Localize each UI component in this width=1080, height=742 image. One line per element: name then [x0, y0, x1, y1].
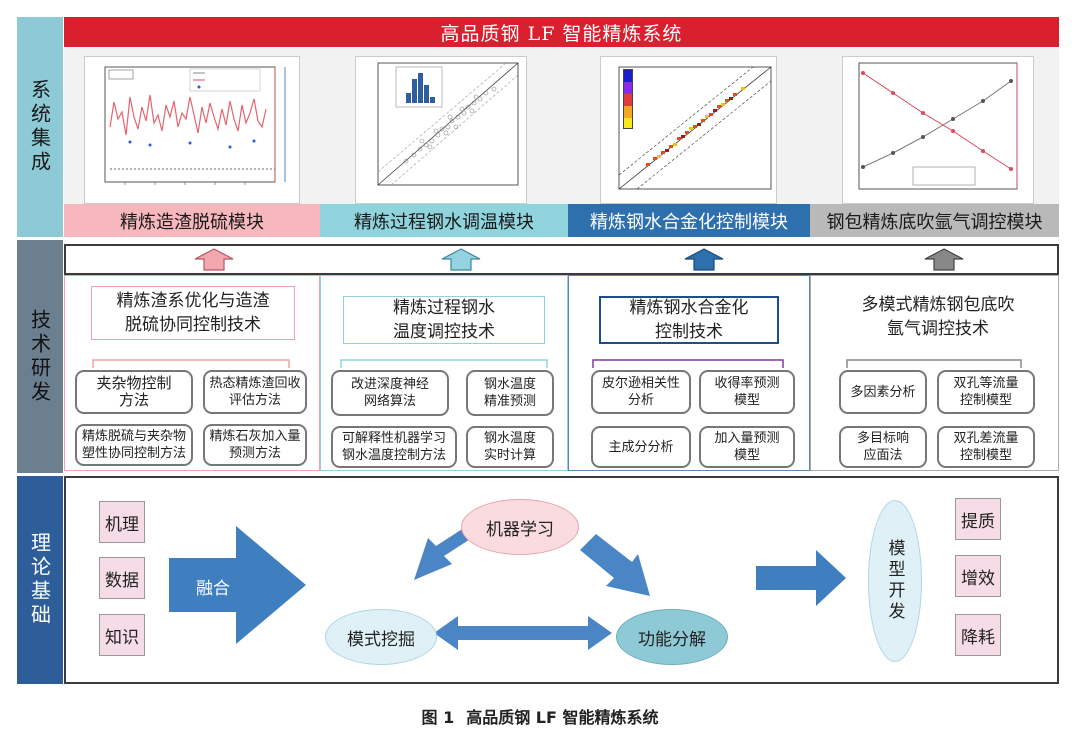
alloying-heat-scatter-thumbnail	[600, 56, 777, 204]
double-arrow-icon	[434, 616, 612, 650]
output-doc-efficiency: 增效	[955, 555, 1001, 597]
double-arrow-icon	[580, 534, 650, 596]
tech-column-argon: 多模式精炼钢包底吹氩气调控技术 多因素分析 双孔等流量控制模型 多目标响应面法 …	[810, 275, 1059, 471]
temperature-scatter-thumbnail	[355, 56, 527, 204]
tech-heading: 精炼渣系优化与造渣脱硫协同控制技术	[91, 286, 295, 340]
tech-item: 主成分分析	[591, 426, 691, 468]
input-doc-knowledge: 知识	[99, 614, 145, 656]
tech-item: 可解释性机器学习钢水温度控制方法	[331, 426, 457, 468]
tech-item: 夹杂物控制方法	[75, 370, 193, 414]
up-arrow-icon	[684, 248, 724, 271]
side-label-integration: 系统集成	[17, 17, 63, 237]
output-doc-consumption: 降耗	[955, 614, 1001, 656]
upward-arrow-strip	[64, 244, 1059, 275]
up-arrow-icon	[924, 248, 964, 271]
side-label-theory: 理论基础	[17, 476, 63, 684]
system-title: 高品质钢 LF 智能精炼系统	[64, 17, 1059, 47]
module-argon-blowing: 钢包精炼底吹氩气调控模块	[810, 204, 1059, 237]
module-alloying: 精炼钢水合金化控制模块	[568, 204, 810, 237]
tech-item: 皮尔逊相关性分析	[591, 370, 691, 414]
tech-item: 精炼脱硫与夹杂物塑性协同控制方法	[75, 424, 193, 466]
side-label-research: 技术研发	[17, 240, 63, 473]
module-desulfurization: 精炼造渣脱硫模块	[64, 204, 320, 237]
tech-column-alloying: 精炼钢水合金化控制技术 皮尔逊相关性分析 收得率预测模型 主成分分析 加入量预测…	[568, 275, 810, 471]
tech-item: 钢水温度精准预测	[466, 370, 554, 416]
tech-item: 双孔等流量控制模型	[937, 370, 1035, 414]
tech-item: 精炼石灰加入量预测方法	[203, 424, 307, 466]
double-arrow-icon	[414, 524, 478, 580]
cycle-node-machine-learning: 机器学习	[461, 499, 579, 555]
tech-heading: 多模式精炼钢包底吹氩气调控技术	[841, 290, 1035, 344]
up-arrow-icon	[441, 248, 481, 271]
up-arrow-icon	[194, 248, 234, 271]
model-development-node: 模型开发	[868, 500, 922, 662]
tech-item: 多目标响应面法	[839, 426, 927, 468]
tech-item: 加入量预测模型	[699, 426, 795, 468]
module-temperature: 精炼过程钢水调温模块	[320, 204, 568, 237]
fuse-label: 融合	[196, 579, 230, 599]
argon-crossing-lines-thumbnail	[842, 56, 1034, 204]
tech-item: 收得率预测模型	[699, 370, 795, 414]
tech-column-desulfurization: 精炼渣系优化与造渣脱硫协同控制技术 夹杂物控制方法 热态精炼渣回收评估方法 精炼…	[64, 275, 320, 471]
tech-item: 改进深度神经网络算法	[331, 370, 449, 416]
tech-heading: 精炼过程钢水温度调控技术	[343, 296, 545, 344]
cycle-node-pattern-mining: 模式挖掘	[325, 609, 437, 665]
tech-heading: 精炼钢水合金化控制技术	[599, 296, 779, 344]
cycle-node-function-decomposition: 功能分解	[616, 609, 728, 665]
output-doc-quality: 提质	[955, 498, 1001, 540]
tech-item: 多因素分析	[839, 370, 927, 414]
tech-item: 双孔差流量控制模型	[937, 426, 1035, 468]
theory-foundation-area: 机理 数据 知识 融合 机器学习 模式挖掘 功能分解 模型开发 提质 增效 降耗	[64, 476, 1059, 684]
tech-column-temperature: 精炼过程钢水温度调控技术 改进深度神经网络算法 钢水温度精准预测 可解释性机器学…	[320, 275, 568, 471]
right-arrow-icon	[756, 550, 846, 606]
tech-item: 钢水温度实时计算	[466, 426, 554, 468]
fuse-arrow-icon	[169, 526, 306, 644]
input-doc-mechanism: 机理	[99, 501, 145, 543]
input-doc-data: 数据	[99, 557, 145, 599]
desulfurization-chart-thumbnail	[84, 56, 300, 204]
tech-item: 热态精炼渣回收评估方法	[203, 370, 307, 414]
